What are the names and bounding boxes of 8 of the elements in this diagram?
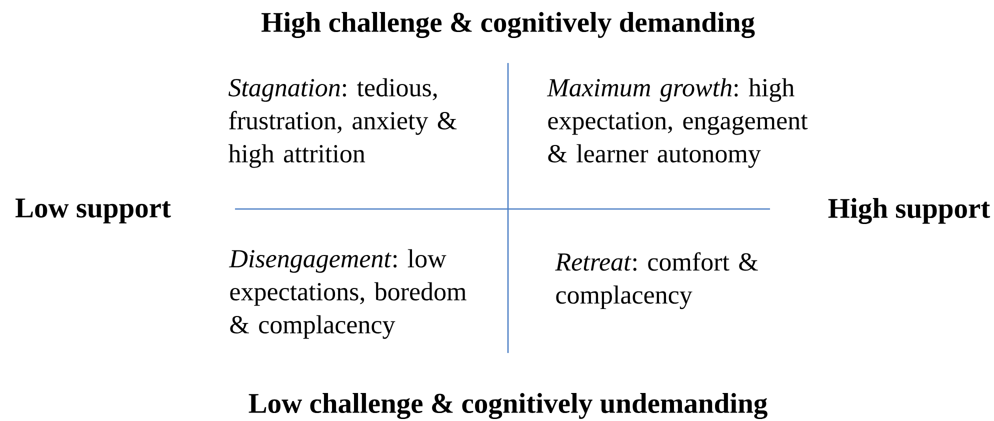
- axis-title: High support: [828, 198, 990, 224]
- axis-title: High challenge & cognitively demanding: [261, 12, 755, 38]
- axis-title: Low challenge & cognitively undemanding: [248, 392, 768, 420]
- quadrant-text: Stagnation: tedious, frustration, anxiety & high attrition: [228, 78, 457, 168]
- axis-title: Low support: [16, 198, 171, 224]
- quadrant-text: Disengagement: low expectations, boredom & complacency: [228, 249, 466, 339]
- quadrant-text: Maximum growth: high expectation, engagement & learner autonomy: [546, 78, 808, 168]
- quadrant-text: Retreat: comfort & complacency: [555, 252, 758, 310]
